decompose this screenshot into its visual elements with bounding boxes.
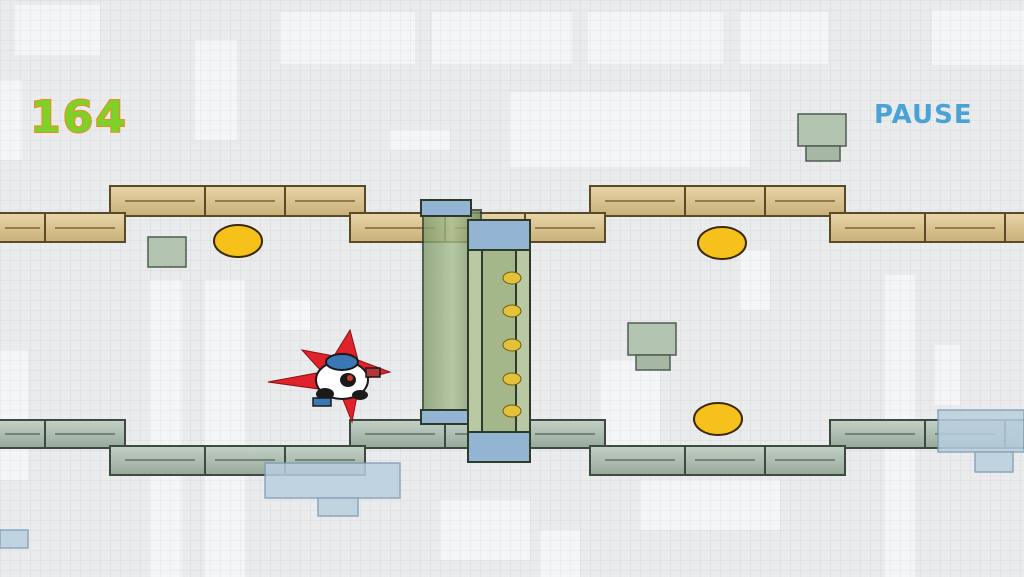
wood-platform-top [0,185,1024,243]
sliding-gate [420,199,531,463]
floating-crate [797,113,847,162]
floating-crate [147,236,187,268]
pause-button[interactable]: PAUSE [874,100,973,130]
ghost-blue-crates [0,409,1024,549]
score-counter: 164 [29,91,128,144]
coin [693,402,743,436]
coin [697,226,747,260]
coin [213,224,263,258]
floating-crate [627,322,677,371]
player-character [267,328,392,424]
